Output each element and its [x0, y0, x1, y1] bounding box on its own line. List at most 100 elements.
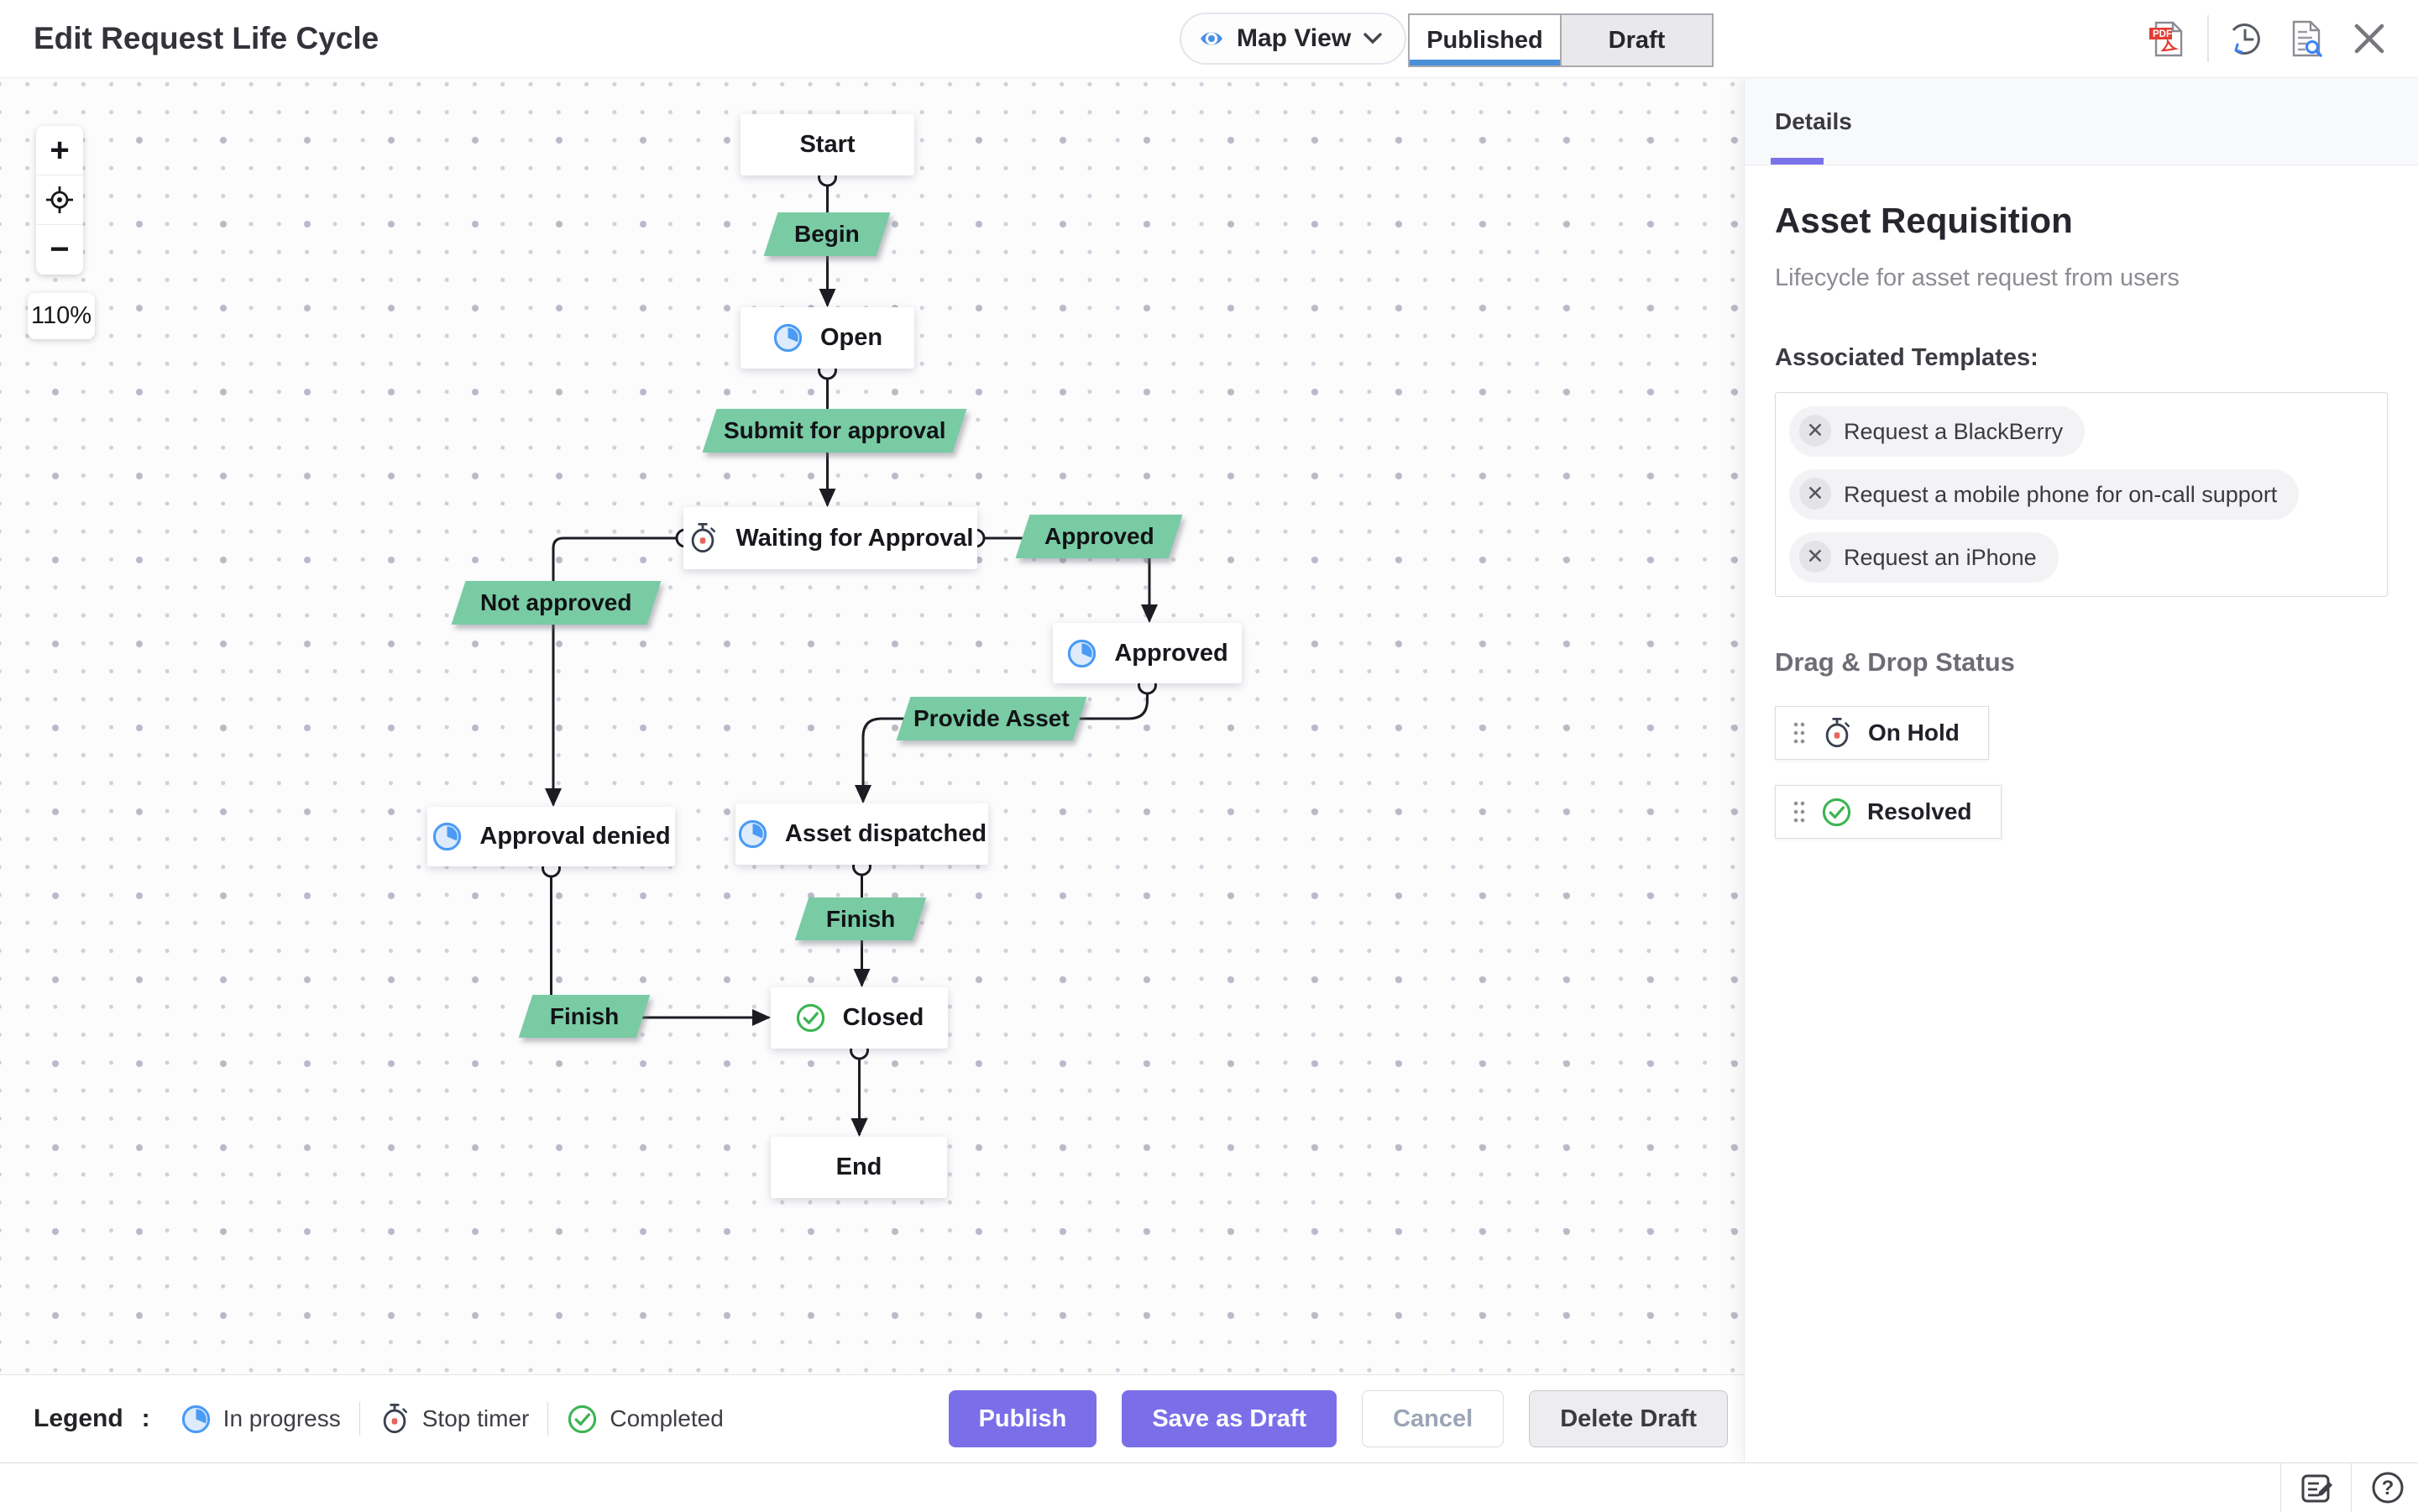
transition-label: Finish [825, 905, 896, 932]
template-name: Request an iPhone [1844, 545, 2037, 570]
panel-tabs: Details [1745, 78, 2418, 165]
node-asset-dispatched[interactable]: Asset dispatched [735, 803, 988, 865]
drag-drop-status-label: Drag & Drop Status [1775, 647, 2015, 677]
legend-colon: : [141, 1405, 150, 1432]
export-pdf-icon[interactable]: PDF [2146, 18, 2186, 59]
legend-divider [359, 1402, 360, 1436]
node-label: End [835, 1154, 882, 1180]
delete-draft-button[interactable]: Delete Draft [1529, 1390, 1728, 1447]
transition-approved-t[interactable]: Approved [1015, 515, 1183, 558]
node-waiting-approval[interactable]: Waiting for Approval [683, 507, 977, 569]
center-view-button[interactable] [36, 175, 83, 225]
footer-divider [2280, 1463, 2281, 1512]
legend-divider [547, 1402, 549, 1436]
zoom-controls: + − [36, 126, 83, 275]
transition-finish-right[interactable]: Finish [794, 897, 927, 940]
node-start[interactable]: Start [741, 114, 914, 175]
zoom-in-button[interactable]: + [36, 126, 83, 175]
bottom-strip: ? [0, 1462, 2418, 1512]
preview-document-icon[interactable] [2285, 18, 2326, 59]
lifecycle-title: Asset Requisition [1775, 201, 2073, 240]
stop-timer-icon [687, 521, 719, 555]
completed-icon [1821, 797, 1852, 828]
node-label: Waiting for Approval [735, 524, 974, 552]
transition-label: Begin [794, 221, 860, 247]
stop-timer-icon [379, 1402, 411, 1436]
active-tab-indicator [1771, 158, 1824, 165]
help-icon[interactable]: ? [2369, 1469, 2406, 1506]
draggable-status-on-hold[interactable]: On Hold [1775, 706, 1989, 760]
node-label: Approved [1114, 639, 1228, 667]
save-as-draft-button[interactable]: Save as Draft [1122, 1390, 1337, 1447]
legend-item-label: Stop timer [421, 1405, 530, 1431]
transition-provide-asset[interactable]: Provide Asset [896, 697, 1087, 740]
completed-icon [795, 1002, 826, 1033]
node-end[interactable]: End [771, 1137, 947, 1198]
completed-icon [567, 1404, 598, 1435]
template-name: Request a mobile phone for on-call suppo… [1844, 482, 2278, 507]
in-progress-icon [181, 1404, 212, 1435]
eye-icon [1198, 25, 1225, 52]
status-label: Resolved [1867, 798, 1972, 824]
footer-divider [2351, 1463, 2352, 1512]
transition-label: Finish [549, 1002, 620, 1029]
remove-template-icon[interactable]: ✕ [1799, 415, 1831, 447]
tab-published[interactable]: Published [1410, 15, 1560, 65]
legend-item: Stop timer [379, 1402, 530, 1436]
legend-item-label: Completed [610, 1405, 724, 1431]
template-chip: ✕ Request an iPhone [1789, 532, 2059, 583]
feedback-edit-icon[interactable] [2299, 1469, 2336, 1506]
transition-label: Not approved [480, 589, 632, 615]
associated-templates-label: Associated Templates: [1775, 344, 2039, 371]
details-panel: Details Asset Requisition Lifecycle for … [1744, 78, 2418, 1462]
svg-text:PDF: PDF [2153, 29, 2172, 39]
remove-template-icon[interactable]: ✕ [1799, 541, 1831, 573]
in-progress-icon [772, 322, 803, 353]
node-label: Open [819, 324, 883, 351]
publish-button[interactable]: Publish [948, 1390, 1097, 1447]
node-approval-denied[interactable]: Approval denied [427, 807, 675, 866]
chevron-down-icon [1363, 32, 1383, 45]
cancel-button[interactable]: Cancel [1362, 1390, 1505, 1447]
drag-handle-icon [1793, 720, 1806, 746]
stop-timer-icon [1821, 716, 1853, 750]
close-icon[interactable] [2351, 20, 2391, 60]
remove-template-icon[interactable]: ✕ [1799, 478, 1831, 510]
tab-draft[interactable]: Draft [1560, 15, 1712, 65]
crosshair-icon [44, 185, 75, 215]
transition-label: Provide Asset [913, 705, 1070, 731]
transition-label: Approved [1044, 523, 1154, 549]
in-progress-icon [1066, 638, 1097, 669]
zoom-out-button[interactable]: − [50, 231, 70, 268]
transition-begin[interactable]: Begin [763, 212, 891, 256]
status-label: On Hold [1868, 719, 1960, 746]
template-chip: ✕ Request a mobile phone for on-call supp… [1789, 469, 2300, 520]
node-open[interactable]: Open [741, 307, 914, 369]
associated-templates-box: ✕Request a BlackBerry✕Request a mobile p… [1775, 392, 2388, 597]
template-chip: ✕Request a BlackBerry [1789, 406, 2086, 457]
map-view-selector[interactable]: Map View [1180, 13, 1407, 65]
node-closed[interactable]: Closed [771, 987, 948, 1049]
draggable-status-resolved[interactable]: Resolved [1775, 785, 2002, 839]
zoom-level: 110% [28, 293, 95, 339]
legend-item-label: In progress [222, 1405, 341, 1431]
transition-not-approved[interactable]: Not approved [451, 581, 662, 625]
top-bar: Edit Request Life Cycle Map View Publish… [0, 0, 2418, 78]
page-title: Edit Request Life Cycle [34, 21, 379, 55]
in-progress-icon [432, 821, 463, 852]
node-approved[interactable]: Approved [1053, 623, 1242, 683]
node-label: Approval denied [479, 823, 671, 850]
node-label: Start [799, 131, 856, 158]
published-draft-toggle: Published Draft [1408, 13, 1714, 67]
svg-text:?: ? [2382, 1477, 2394, 1499]
transition-submit-for-approval[interactable]: Submit for approval [702, 409, 967, 453]
history-icon[interactable] [2225, 18, 2265, 59]
tab-details[interactable]: Details [1775, 108, 1852, 134]
legend-item: Completed [567, 1404, 724, 1435]
node-label: Closed [842, 1004, 924, 1031]
legend-item: In progress [181, 1404, 341, 1435]
transition-finish-left[interactable]: Finish [518, 995, 651, 1038]
